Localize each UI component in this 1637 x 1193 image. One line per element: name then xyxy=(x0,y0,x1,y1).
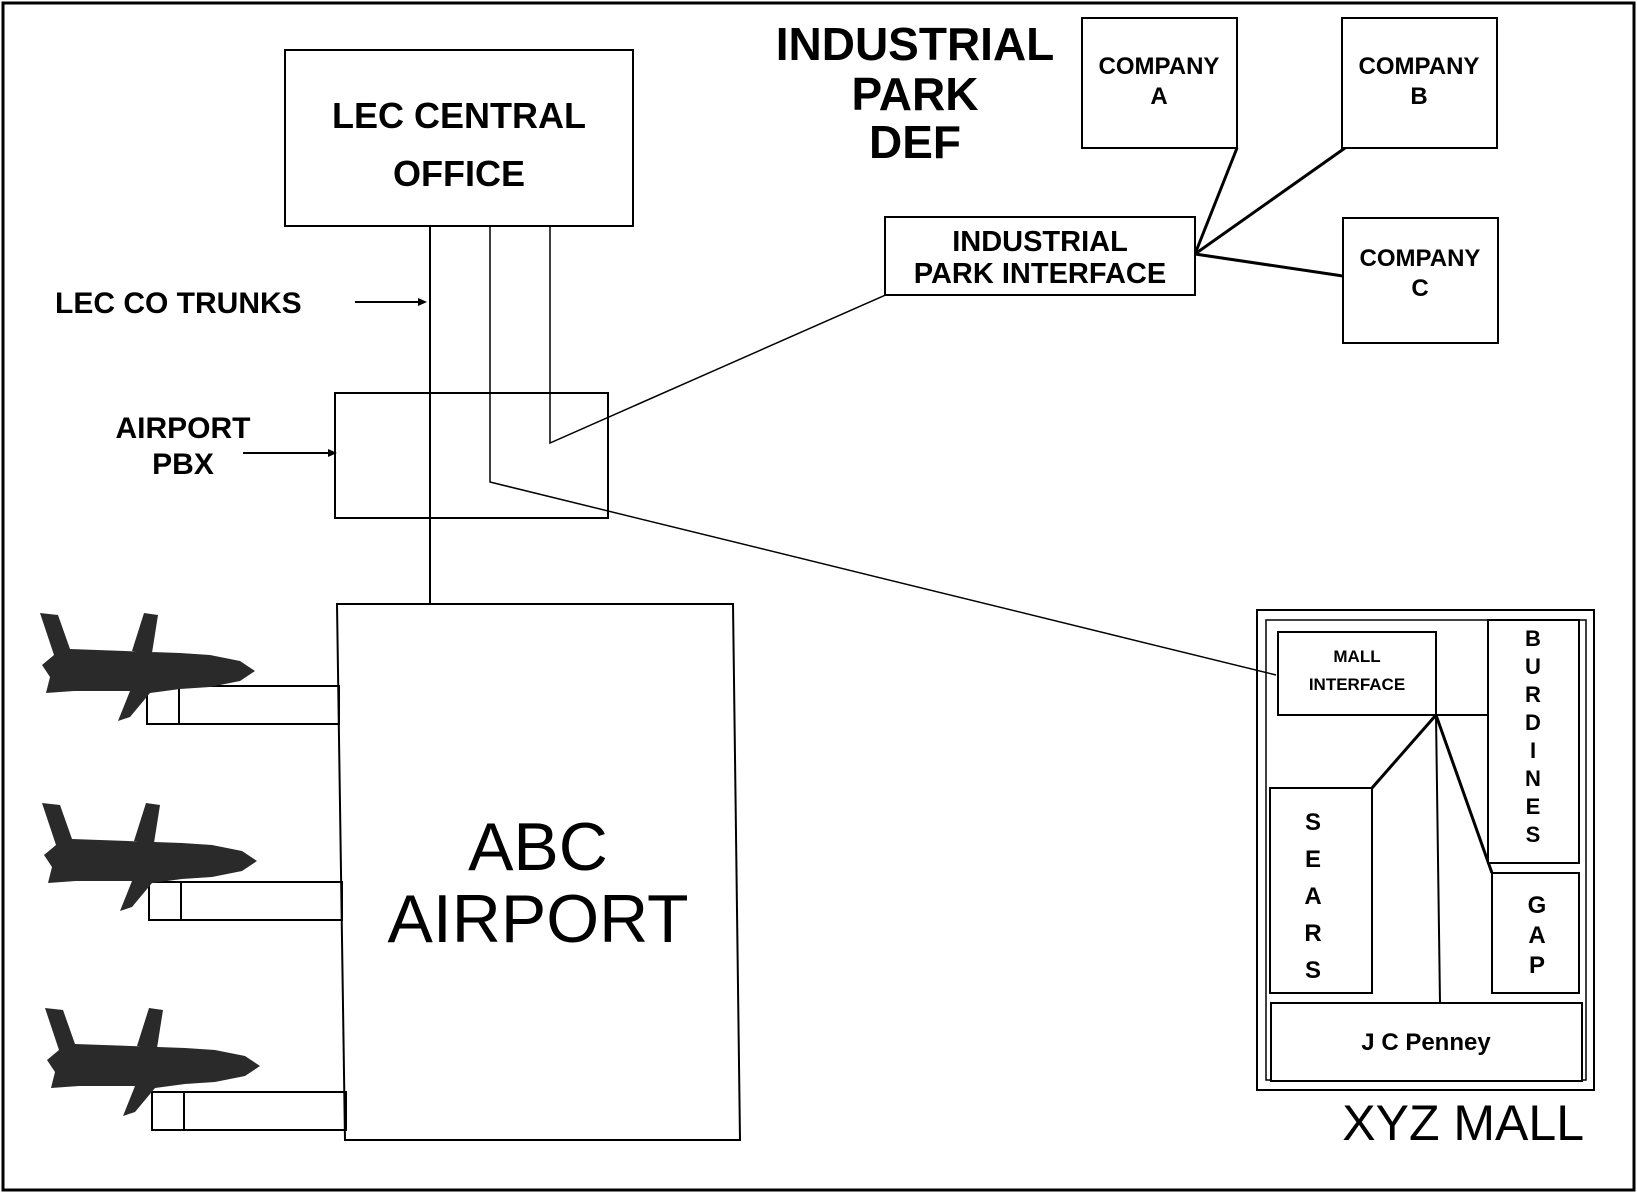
company-a-node: COMPANY A xyxy=(1082,18,1237,148)
burdines-letter: U xyxy=(1525,654,1541,679)
industrial-park-title-line1: INDUSTRIAL xyxy=(776,18,1055,70)
sears-letter: E xyxy=(1305,846,1321,873)
xyz-mall-node: MALL INTERFACE B U R D I N E S S E A R S… xyxy=(1257,610,1594,1151)
company-b-line1: COMPANY xyxy=(1359,53,1480,80)
jetway-3 xyxy=(152,1092,346,1130)
company-b-line2: B xyxy=(1410,83,1427,110)
abc-airport-line1: ABC xyxy=(468,809,608,885)
burdines-letter: I xyxy=(1530,738,1536,763)
industrial-park-interface-node: INDUSTRIAL PARK INTERFACE xyxy=(885,217,1195,295)
burdines-letter: N xyxy=(1525,766,1541,791)
gap-letter: P xyxy=(1529,952,1545,979)
lec-central-office-line1: LEC CENTRAL xyxy=(332,95,586,136)
sears-letter: R xyxy=(1304,920,1321,947)
company-c-line2: C xyxy=(1411,275,1428,302)
lec-central-office-box xyxy=(285,50,633,226)
link-sears xyxy=(1372,715,1436,788)
jetway-1 xyxy=(147,686,339,724)
link-jcpenney xyxy=(1436,715,1440,1003)
jetway-2 xyxy=(149,882,342,920)
gap-letter: G xyxy=(1528,892,1547,919)
company-c-line1: COMPANY xyxy=(1360,245,1481,272)
gap-letter: A xyxy=(1528,922,1545,949)
arrowhead-lec-trunks xyxy=(418,298,427,306)
link-gap xyxy=(1436,715,1492,873)
industrial-park-title-line3: DEF xyxy=(869,116,961,168)
airport-pbx-box xyxy=(335,393,608,518)
mall-interface-line2: INTERFACE xyxy=(1309,675,1405,694)
jcpenney-label: J C Penney xyxy=(1361,1029,1491,1056)
burdines-letter: B xyxy=(1525,626,1541,651)
industrial-park-interface-line2: PARK INTERFACE xyxy=(914,258,1166,290)
industrial-park-title-line2: PARK xyxy=(852,68,979,120)
lec-central-office-node: LEC CENTRAL OFFICE xyxy=(285,50,633,226)
sears-letter: A xyxy=(1304,883,1321,910)
company-c-node: COMPANY C xyxy=(1343,218,1498,343)
abc-airport-line2: AIRPORT xyxy=(387,881,688,957)
industrial-park-title: INDUSTRIAL PARK DEF xyxy=(776,18,1055,168)
trunk-line-industrial-park xyxy=(550,226,890,443)
burdines-letter: R xyxy=(1525,682,1541,707)
airport-pbx-label-line1: AIRPORT xyxy=(116,412,251,445)
xyz-mall-label: XYZ MALL xyxy=(1342,1095,1584,1151)
mall-interface-box xyxy=(1278,632,1436,715)
burdines-letter: D xyxy=(1525,710,1541,735)
link-company-c xyxy=(1195,254,1343,276)
mall-interface-line1: MALL xyxy=(1333,647,1380,666)
burdines-letter: E xyxy=(1526,794,1541,819)
burdines-letter: S xyxy=(1526,822,1541,847)
company-a-line1: COMPANY xyxy=(1099,53,1220,80)
company-b-node: COMPANY B xyxy=(1342,18,1497,148)
lec-co-trunks-label: LEC CO TRUNKS xyxy=(55,287,302,320)
sears-letter: S xyxy=(1305,957,1321,984)
company-a-line2: A xyxy=(1150,83,1167,110)
abc-airport-node: ABC AIRPORT xyxy=(337,604,740,1140)
industrial-park-interface-line1: INDUSTRIAL xyxy=(952,226,1128,258)
lec-central-office-line2: OFFICE xyxy=(393,153,525,194)
sears-letter: S xyxy=(1305,809,1321,836)
airport-pbx-label-line2: PBX xyxy=(152,448,214,481)
